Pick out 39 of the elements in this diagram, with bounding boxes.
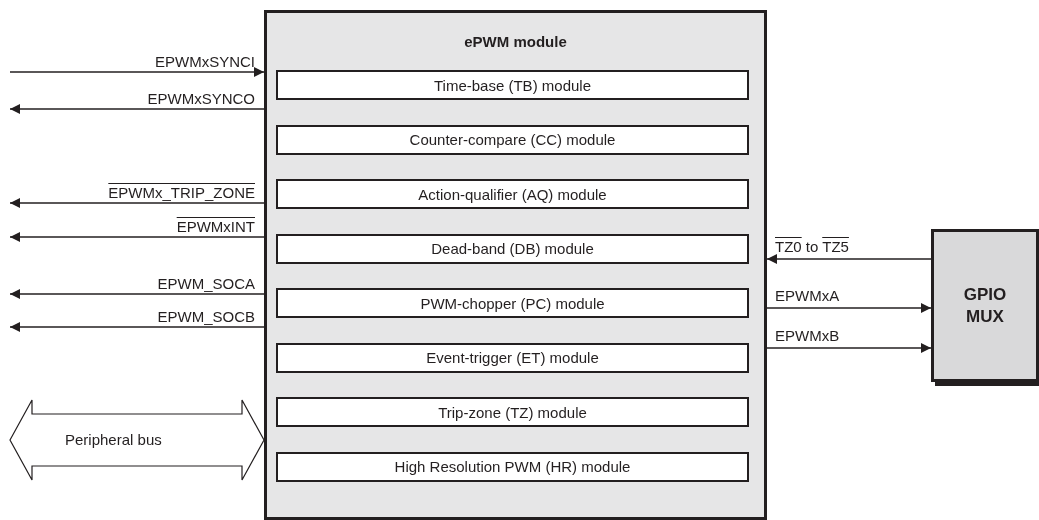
signal-arrow [9, 232, 265, 242]
signal-label: EPWM_SOCA [157, 275, 255, 293]
module-label: PWM-chopper (PC) module [420, 294, 605, 312]
module-label: Action-qualifier (AQ) module [418, 185, 607, 203]
bus-label: Peripheral bus [65, 431, 162, 449]
submodule-box [276, 70, 749, 100]
submodule-box [276, 397, 749, 427]
module-label: Time-base (TB) module [434, 76, 591, 94]
module-label: Event-trigger (ET) module [426, 349, 599, 366]
module-box [264, 10, 767, 520]
signal-arrow [9, 67, 265, 77]
module-label: GPIO MUX [962, 284, 1008, 327]
signal-arrow [9, 289, 265, 299]
signal-label: TZ0 to TZ5 [775, 238, 849, 256]
submodule-box [276, 233, 749, 264]
bus-arrow [9, 399, 265, 481]
submodule-box [276, 451, 749, 482]
signal-arrow [9, 322, 265, 332]
signal-label: EPWMxB [775, 327, 840, 345]
signal-arrow [766, 303, 932, 313]
signal-label: EPWMxSYNCO [147, 90, 255, 108]
submodule-box [276, 179, 749, 209]
module-label: Dead-band (DB) module [431, 240, 594, 257]
signal-arrow [9, 198, 265, 208]
signal-arrow [766, 343, 932, 353]
submodule-box [276, 342, 749, 373]
signal-label: EPWM_SOCB [157, 308, 255, 326]
module-label: High Resolution PWM (HR) module [394, 458, 631, 475]
signal-label: EPWMxSYNCI [155, 53, 255, 71]
signal-arrow [766, 254, 932, 264]
signal-arrow [9, 104, 265, 114]
submodule-box [276, 288, 749, 318]
signal-label: EPWMx_TRIP_ZONE [108, 184, 255, 202]
signal-label: EPWMxA [775, 287, 840, 305]
module-label: Trip-zone (TZ) module [438, 403, 587, 421]
signal-label: EPWMxINT [176, 218, 255, 236]
submodule-box [276, 124, 749, 155]
module-title: ePWM module [463, 33, 568, 50]
module-label: Counter-compare (CC) module [409, 131, 616, 148]
